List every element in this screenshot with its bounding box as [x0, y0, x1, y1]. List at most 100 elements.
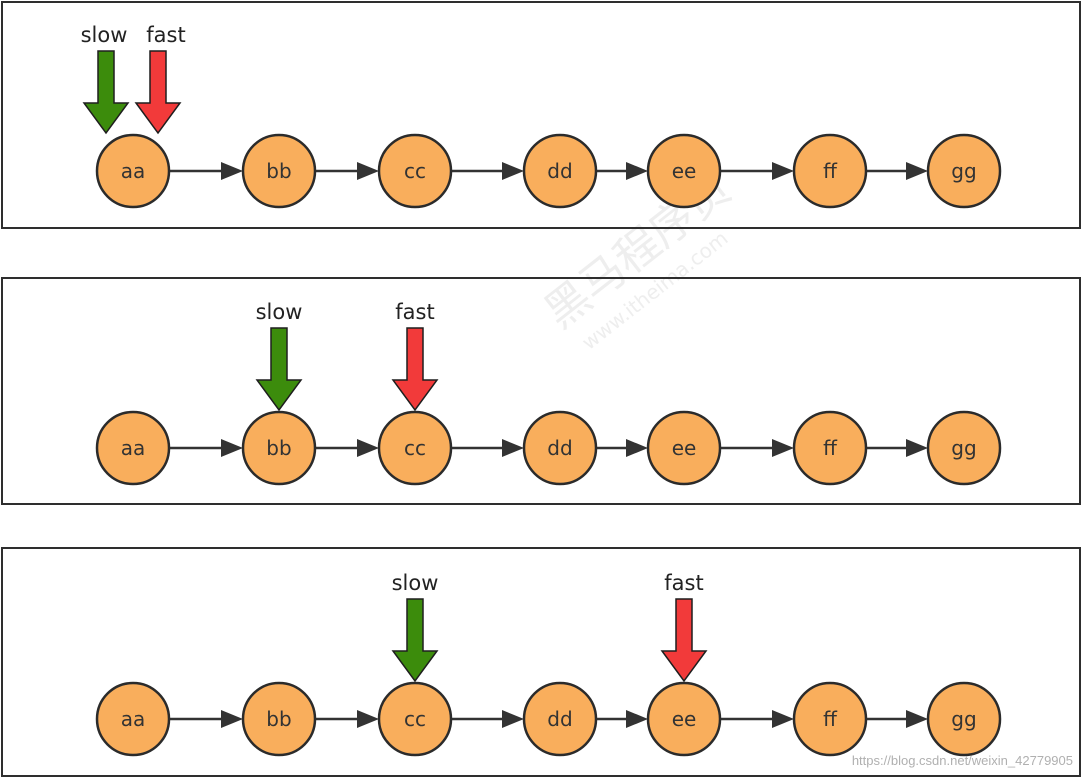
node-circle	[522, 410, 598, 486]
edge-arrowhead	[357, 439, 379, 457]
node-circle	[377, 410, 453, 486]
node-label: bb	[266, 159, 291, 183]
fast-pointer-label: fast	[395, 300, 434, 324]
slow-pointer-arrow	[255, 327, 303, 412]
node-circle	[926, 681, 1002, 757]
node-ff: ff	[792, 681, 868, 757]
edge-arrowhead	[906, 439, 928, 457]
edge-arrowhead	[357, 710, 379, 728]
node-ee: ee	[646, 133, 722, 209]
edge-arrowhead	[772, 439, 794, 457]
node-dd: dd	[522, 410, 598, 486]
node-ff: ff	[792, 410, 868, 486]
edge-arrowhead	[502, 439, 524, 457]
node-label: dd	[547, 159, 572, 183]
node-circle	[241, 133, 317, 209]
edge-arrowhead	[502, 710, 524, 728]
node-circle	[95, 681, 171, 757]
panel-border	[1, 1, 1081, 229]
node-label: gg	[951, 159, 976, 183]
node-circle	[646, 133, 722, 209]
node-circle	[95, 410, 171, 486]
node-dd: dd	[522, 681, 598, 757]
panel-1: aa bb cc dd ee ff gg slow fast	[1, 1, 1081, 229]
fast-pointer-arrow	[134, 50, 182, 135]
node-label: gg	[951, 436, 976, 460]
node-aa: aa	[95, 133, 171, 209]
edge-arrowhead	[502, 162, 524, 180]
edge-arrowhead	[221, 710, 243, 728]
node-bb: bb	[241, 133, 317, 209]
node-circle	[522, 133, 598, 209]
node-label: dd	[547, 707, 572, 731]
node-dd: dd	[522, 133, 598, 209]
edge-arrowhead	[906, 710, 928, 728]
node-circle	[377, 681, 453, 757]
node-gg: gg	[926, 133, 1002, 209]
node-label: gg	[951, 707, 976, 731]
slow-pointer-arrow	[391, 598, 439, 683]
node-label: ee	[672, 707, 697, 731]
edge-arrowhead	[221, 439, 243, 457]
node-circle	[926, 410, 1002, 486]
node-label: cc	[404, 707, 426, 731]
slow-pointer-arrow	[82, 50, 130, 135]
node-label: aa	[121, 436, 146, 460]
node-circle	[792, 410, 868, 486]
edge-arrowhead	[626, 162, 648, 180]
panel-border	[1, 277, 1081, 505]
node-ff: ff	[792, 133, 868, 209]
node-ee: ee	[646, 410, 722, 486]
node-aa: aa	[95, 410, 171, 486]
edge-arrowhead	[626, 710, 648, 728]
panel-2: aa bb cc dd ee ff gg slow fast	[1, 277, 1081, 505]
node-bb: bb	[241, 681, 317, 757]
node-circle	[522, 681, 598, 757]
edge-arrowhead	[906, 162, 928, 180]
node-circle	[646, 681, 722, 757]
node-label: ff	[823, 436, 838, 460]
node-label: ee	[672, 436, 697, 460]
node-cc: cc	[377, 133, 453, 209]
fast-pointer-arrow	[660, 598, 708, 683]
node-circle	[95, 133, 171, 209]
node-label: ff	[823, 707, 838, 731]
fast-pointer-label: fast	[146, 23, 185, 47]
edge-arrowhead	[626, 439, 648, 457]
node-label: cc	[404, 436, 426, 460]
edge-arrowhead	[357, 162, 379, 180]
node-gg: gg	[926, 410, 1002, 486]
node-label: cc	[404, 159, 426, 183]
node-circle	[792, 681, 868, 757]
node-label: aa	[121, 707, 146, 731]
node-label: ee	[672, 159, 697, 183]
node-label: bb	[266, 707, 291, 731]
node-circle	[792, 133, 868, 209]
node-ee: ee	[646, 681, 722, 757]
node-gg: gg	[926, 681, 1002, 757]
source-credit: https://blog.csdn.net/weixin_42779905	[852, 753, 1073, 768]
node-label: bb	[266, 436, 291, 460]
node-label: aa	[121, 159, 146, 183]
node-circle	[926, 133, 1002, 209]
node-label: dd	[547, 436, 572, 460]
node-circle	[377, 133, 453, 209]
fast-pointer-label: fast	[664, 571, 703, 595]
node-cc: cc	[377, 410, 453, 486]
panel-3: aa bb cc dd ee ff gg slow fast	[1, 547, 1081, 777]
node-circle	[241, 681, 317, 757]
edge-arrowhead	[221, 162, 243, 180]
node-bb: bb	[241, 410, 317, 486]
slow-pointer-label: slow	[392, 571, 439, 595]
node-circle	[241, 410, 317, 486]
edge-arrowhead	[772, 710, 794, 728]
node-cc: cc	[377, 681, 453, 757]
panel-border	[1, 547, 1081, 777]
slow-pointer-label: slow	[81, 23, 128, 47]
node-label: ff	[823, 159, 838, 183]
edge-arrowhead	[772, 162, 794, 180]
node-circle	[646, 410, 722, 486]
slow-pointer-label: slow	[256, 300, 303, 324]
node-aa: aa	[95, 681, 171, 757]
